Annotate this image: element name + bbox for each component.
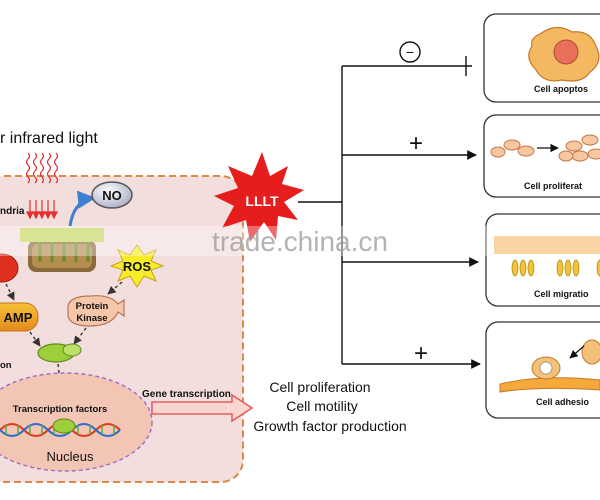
adhesion-cells-icon <box>499 339 600 393</box>
watermark-band <box>0 226 600 256</box>
panel-migration-label: Cell migratio <box>534 289 589 299</box>
infrared-light-icon <box>25 152 59 184</box>
nucleus-label: Nucleus <box>47 449 94 464</box>
factor-on-dna-icon <box>52 418 76 434</box>
apoptotic-nucleus-icon <box>553 39 579 65</box>
mitochondria-icon <box>20 228 104 272</box>
light-label: r infrared light <box>0 130 98 147</box>
transcription-factor-icon <box>37 343 82 363</box>
inhibit-symbol <box>399 41 421 63</box>
watermark: trade.china.cn <box>212 226 388 257</box>
migrating-cells-icon <box>494 236 600 277</box>
panel-proliferation-label: Cell proliferat <box>524 181 582 191</box>
gene-transcription-label: Gene transcription <box>142 389 231 400</box>
lllt-burst <box>214 152 304 242</box>
panel-adhesion-label: Cell adhesio <box>536 397 590 407</box>
camp-badge <box>0 302 39 332</box>
panel-proliferation <box>483 114 600 198</box>
panel-apoptosis-label: Cell apoptos <box>534 84 588 94</box>
ros-burst <box>109 244 165 288</box>
outcome-proliferation: Cell proliferation <box>269 379 370 395</box>
protein-kinase-label-1: Protein <box>76 301 109 312</box>
light-arrows-icon <box>26 200 58 220</box>
protein-kinase-label-2: Kinase <box>76 313 107 324</box>
no-arrow <box>68 190 96 227</box>
truncated-label: on <box>0 360 12 371</box>
enzyme-icon <box>0 253 19 283</box>
no-molecule <box>91 181 133 209</box>
camp-label: AMP <box>4 310 33 325</box>
nucleus <box>0 372 153 472</box>
lllt-label: LLLT <box>245 193 279 209</box>
outcome-growth-factor: Growth factor production <box>253 418 406 434</box>
plus-sign-proliferation: + <box>409 130 423 157</box>
gene-transcription-arrow <box>151 393 254 423</box>
lllt-branches <box>298 56 481 369</box>
transcription-factors-label: Transcription factors <box>13 404 108 415</box>
inhibit-sign: − <box>406 44 414 60</box>
signal-arrows <box>5 281 123 399</box>
plus-sign-adhesion: + <box>414 340 428 367</box>
proliferating-cells-icon <box>490 134 600 162</box>
ros-label: ROS <box>123 259 152 274</box>
mitochondria-label: ndria <box>0 206 25 217</box>
no-label: NO <box>102 188 122 203</box>
outcome-motility: Cell motility <box>286 398 358 414</box>
protein-kinase-shape <box>67 295 125 327</box>
